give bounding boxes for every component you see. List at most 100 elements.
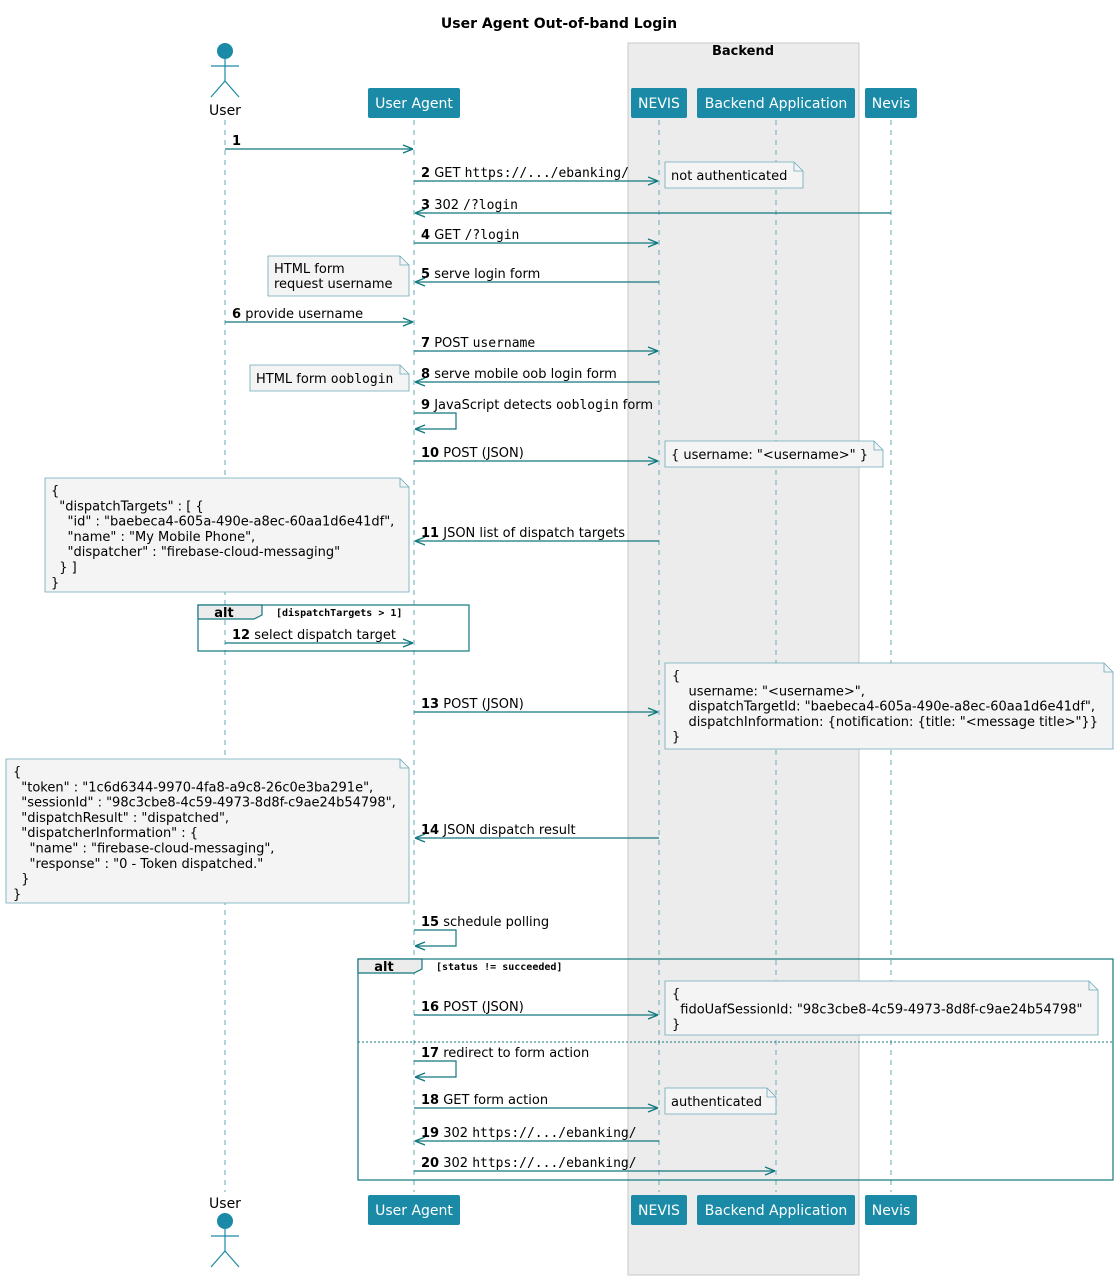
message-number: 7: [421, 336, 430, 351]
note-body: [664, 980, 1099, 1036]
note-text: {: [51, 484, 59, 499]
participant-box: [368, 88, 460, 118]
participant-box: [697, 88, 855, 118]
note-line: HTML form: [274, 262, 345, 277]
message-label: 3 302 /?login: [421, 198, 518, 213]
message-8: 8 serve mobile oob login form: [414, 367, 659, 387]
note-body: [664, 662, 1114, 750]
arrow-head: [414, 536, 426, 546]
message-label: 7 POST username: [421, 336, 535, 351]
message-text: POST (JSON): [443, 697, 524, 712]
message-number: 2: [421, 166, 430, 181]
note-text: {: [13, 765, 21, 780]
note-line: "token" : "1c6d6344-9970-4fa8-a9c8-26c0e…: [13, 780, 373, 795]
actor-icon: [210, 43, 240, 98]
message-19: 19 302 https://.../ebanking/: [414, 1126, 659, 1146]
fragment-frame: [357, 958, 1114, 1181]
arrow-head: [764, 1166, 776, 1176]
participant-nevis_ext-head: Nevis: [865, 88, 917, 118]
message-7: 7 POST username: [414, 336, 659, 356]
actor-leg-left: [210, 80, 226, 98]
message-text: https://.../ebanking/: [465, 166, 629, 181]
arrow-head: [414, 1072, 426, 1082]
message-text: GET form action: [443, 1093, 548, 1108]
message-text: 302: [443, 1156, 472, 1171]
participant-label: Backend Application: [705, 96, 848, 112]
message-arrow: [414, 1060, 457, 1078]
note-n14: { "token" : "1c6d6344-9970-4fa8-a9c8-26c…: [5, 758, 410, 904]
note-fold: [1088, 981, 1098, 991]
messages-layer: 12 GET https://.../ebanking/3 302 /?logi…: [225, 134, 891, 1176]
message-label: 15 schedule polling: [421, 915, 549, 930]
message-text: /?login: [465, 228, 520, 243]
note-line: }: [51, 576, 59, 591]
participant-user-head: User: [209, 43, 241, 119]
message-number: 20: [421, 1156, 439, 1171]
message-number: 19: [421, 1126, 439, 1141]
fragment-alt2: alt[status != succeeded]: [357, 958, 1114, 1181]
message-label: 2 GET https://.../ebanking/: [421, 166, 629, 181]
message-text: select dispatch target: [254, 628, 396, 643]
participant-label: User Agent: [375, 1203, 453, 1219]
note-text: not authenticated: [671, 169, 787, 184]
note-text: "dispatchTargets" : [ {: [51, 499, 204, 514]
actor-leg-right: [224, 80, 240, 98]
message-number: 9: [421, 398, 430, 413]
note-body: [5, 758, 410, 904]
note-line: }: [13, 887, 21, 902]
fragment-tab: [357, 958, 423, 974]
participant-label: User: [209, 1196, 241, 1212]
message-number: 8: [421, 367, 430, 382]
note-text: } ]: [51, 561, 77, 576]
participant-box: [865, 88, 917, 118]
message-label: 20 302 https://.../ebanking/: [421, 1156, 637, 1171]
note-n8: HTML form ooblogin: [249, 364, 410, 392]
note-body: [664, 161, 804, 189]
arrow-head: [414, 208, 426, 218]
note-line: "dispatcher" : "firebase-cloud-messaging…: [51, 545, 340, 560]
note-text: fidoUafSessionId: "98c3cbe8-4c59-4973-8d…: [672, 1002, 1083, 1017]
message-label: 13 POST (JSON): [421, 697, 524, 712]
arrow-head: [647, 176, 659, 186]
message-number: 10: [421, 446, 439, 461]
note-fold: [1103, 663, 1113, 673]
message-number: 3: [421, 198, 430, 213]
note-fold: [399, 256, 409, 266]
note-line: "dispatchTargets" : [ {: [51, 499, 204, 514]
note-body: [664, 1087, 777, 1115]
fragment-tab: [197, 604, 263, 620]
message-number: 14: [421, 823, 439, 838]
arrow-head: [414, 833, 426, 843]
note-line: "name" : "firebase-cloud-messaging",: [13, 842, 274, 857]
note-fold: [399, 759, 409, 769]
message-text: schedule polling: [443, 915, 549, 930]
note-line: { username: "<username>" }: [671, 448, 868, 463]
note-line: {: [672, 669, 680, 684]
diagram-title: User Agent Out-of-band Login: [441, 16, 677, 32]
arrow-head: [647, 1010, 659, 1020]
actor-leg-right: [224, 1250, 240, 1268]
participant-label: Nevis: [872, 96, 911, 112]
message-text: JSON list of dispatch targets: [442, 526, 625, 541]
note-line: username: "<username>",: [672, 684, 865, 699]
message-text: 302: [434, 198, 463, 213]
message-number: 11: [421, 526, 439, 541]
participant-backend_app-foot: Backend Application: [697, 1195, 855, 1225]
note-line: dispatchTargetId: "baebeca4-605a-490e-a8…: [672, 700, 1095, 715]
participant-box: [368, 1195, 460, 1225]
message-number: 16: [421, 1000, 439, 1015]
message-number: 13: [421, 697, 439, 712]
message-text: redirect to form action: [443, 1046, 589, 1061]
message-text: GET: [434, 228, 464, 243]
note-text: ooblogin: [331, 372, 394, 387]
note-fold: [399, 478, 409, 488]
message-label: 16 POST (JSON): [421, 1000, 524, 1015]
arrow-head: [647, 238, 659, 248]
note-fold: [873, 441, 883, 451]
participant-label: Backend Application: [705, 1203, 848, 1219]
note-line: "dispatcherInformation" : {: [13, 826, 198, 841]
actor-leg-left: [210, 1250, 226, 1268]
note-text: "name" : "My Mobile Phone",: [51, 530, 255, 545]
note-text: HTML form: [274, 262, 345, 277]
